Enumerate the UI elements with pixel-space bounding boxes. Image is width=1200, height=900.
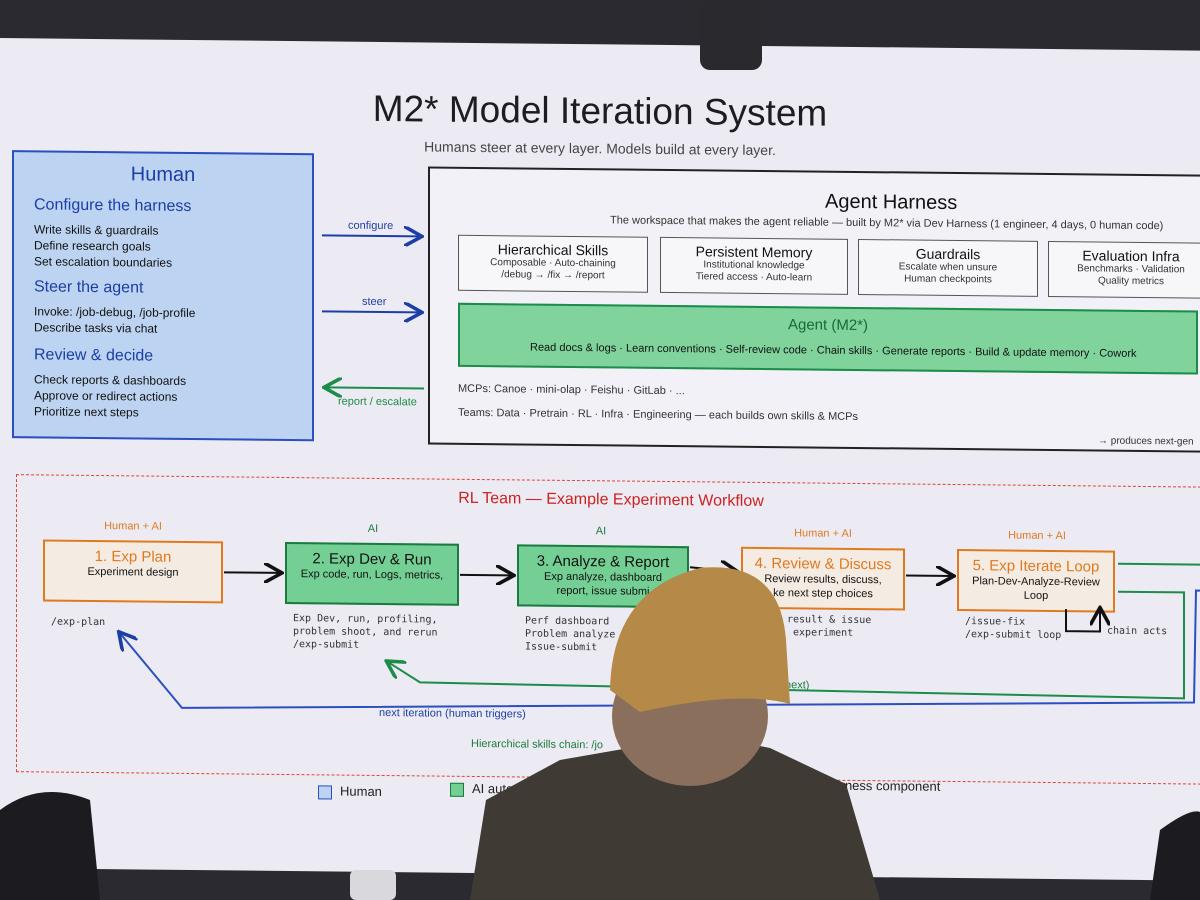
- next-green-arrow: [388, 590, 1185, 700]
- steer-arrow: [322, 311, 420, 312]
- water-bottle: [350, 870, 396, 900]
- step-arrow: [460, 575, 512, 576]
- next-iteration-arrow: [120, 589, 1200, 709]
- loop-arrow: [1065, 609, 1100, 633]
- step-arrow: [689, 567, 736, 571]
- step-arrow: [224, 572, 280, 573]
- configure-arrow: [322, 235, 420, 236]
- report-arrow: [326, 387, 424, 388]
- loop-out-line: [1118, 562, 1200, 566]
- presentation-screen: M2* Model Iteration System Humans steer …: [0, 38, 1200, 881]
- arrows-overlay: [0, 38, 1200, 709]
